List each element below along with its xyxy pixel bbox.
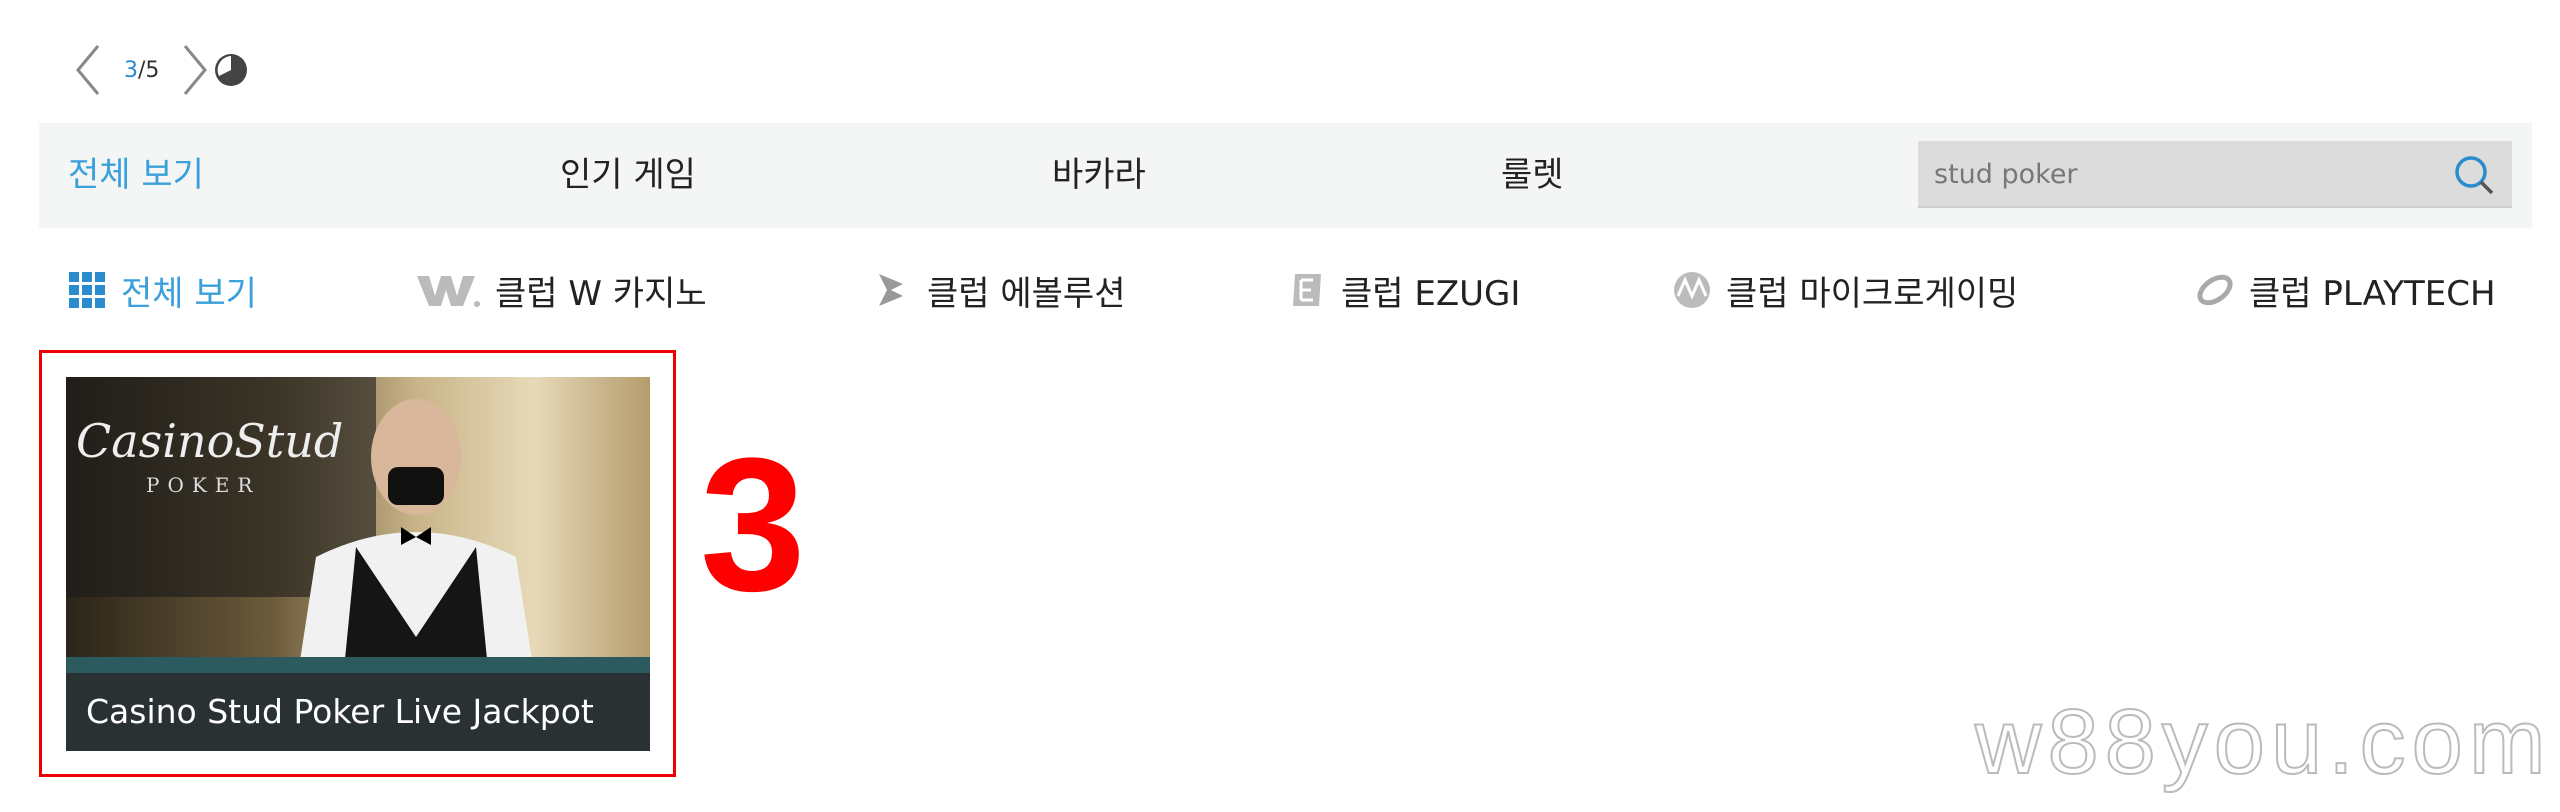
- provider-label: 전체 보기: [121, 273, 257, 314]
- watermark: w88you.com: [1974, 690, 2552, 794]
- provider-playtech[interactable]: 클럽 PLAYTECH: [2195, 262, 2496, 318]
- provider-microgaming[interactable]: 클럽 마이크로게이밍: [1672, 262, 2018, 318]
- provider-label: 클럽 에볼루션: [927, 273, 1126, 314]
- category-nav: 전체 보기 인기 게임 바카라 룰렛: [39, 123, 2532, 228]
- provider-label: 클럽 마이크로게이밍: [1726, 273, 2019, 314]
- microgaming-logo-icon: [1674, 272, 1710, 308]
- annotation-number: 3: [700, 419, 806, 631]
- provider-label: 클럽 PLAYTECH: [2249, 273, 2496, 314]
- total-pages: 5: [145, 57, 160, 83]
- ezugi-logo-icon: [1293, 274, 1321, 306]
- svg-text:CasinoStud: CasinoStud: [76, 414, 343, 468]
- nav-roulette[interactable]: 룰렛: [1501, 155, 1564, 195]
- provider-w-casino[interactable]: 클럽 W 카지노: [415, 262, 707, 318]
- page-indicator: 3/5: [124, 58, 159, 83]
- nav-popular[interactable]: 인기 게임: [560, 155, 696, 195]
- playtech-logo-icon: [2197, 274, 2233, 306]
- chevron-left-icon[interactable]: [70, 42, 110, 98]
- nav-baccarat[interactable]: 바카라: [1052, 155, 1146, 195]
- current-page: 3: [124, 57, 138, 83]
- game-thumbnail[interactable]: CasinoStud POKER Casino Stud Poker Live …: [66, 377, 650, 751]
- search-icon[interactable]: [2452, 153, 2496, 197]
- provider-label: 클럽 EZUGI: [1341, 273, 1521, 314]
- grid-icon: [69, 272, 105, 308]
- provider-ezugi[interactable]: 클럽 EZUGI: [1287, 262, 1520, 318]
- timer-icon[interactable]: [213, 52, 249, 88]
- evolution-logo-icon: [879, 274, 903, 306]
- svg-text:POKER: POKER: [146, 473, 260, 497]
- pager: 3/5: [70, 40, 249, 100]
- search-input[interactable]: [1932, 141, 2436, 208]
- game-card-highlight: CasinoStud POKER Casino Stud Poker Live …: [39, 350, 676, 777]
- chevron-right-icon[interactable]: [173, 42, 213, 98]
- page-separator: /: [138, 57, 146, 83]
- w-logo-icon: [417, 276, 480, 307]
- provider-evolution[interactable]: 클럽 에볼루션: [873, 262, 1126, 318]
- provider-all[interactable]: 전체 보기: [67, 262, 257, 318]
- search-box: [1918, 141, 2512, 208]
- provider-label: 클럽 W 카지노: [495, 273, 707, 314]
- nav-all[interactable]: 전체 보기: [68, 155, 204, 195]
- game-title: Casino Stud Poker Live Jackpot: [66, 673, 650, 751]
